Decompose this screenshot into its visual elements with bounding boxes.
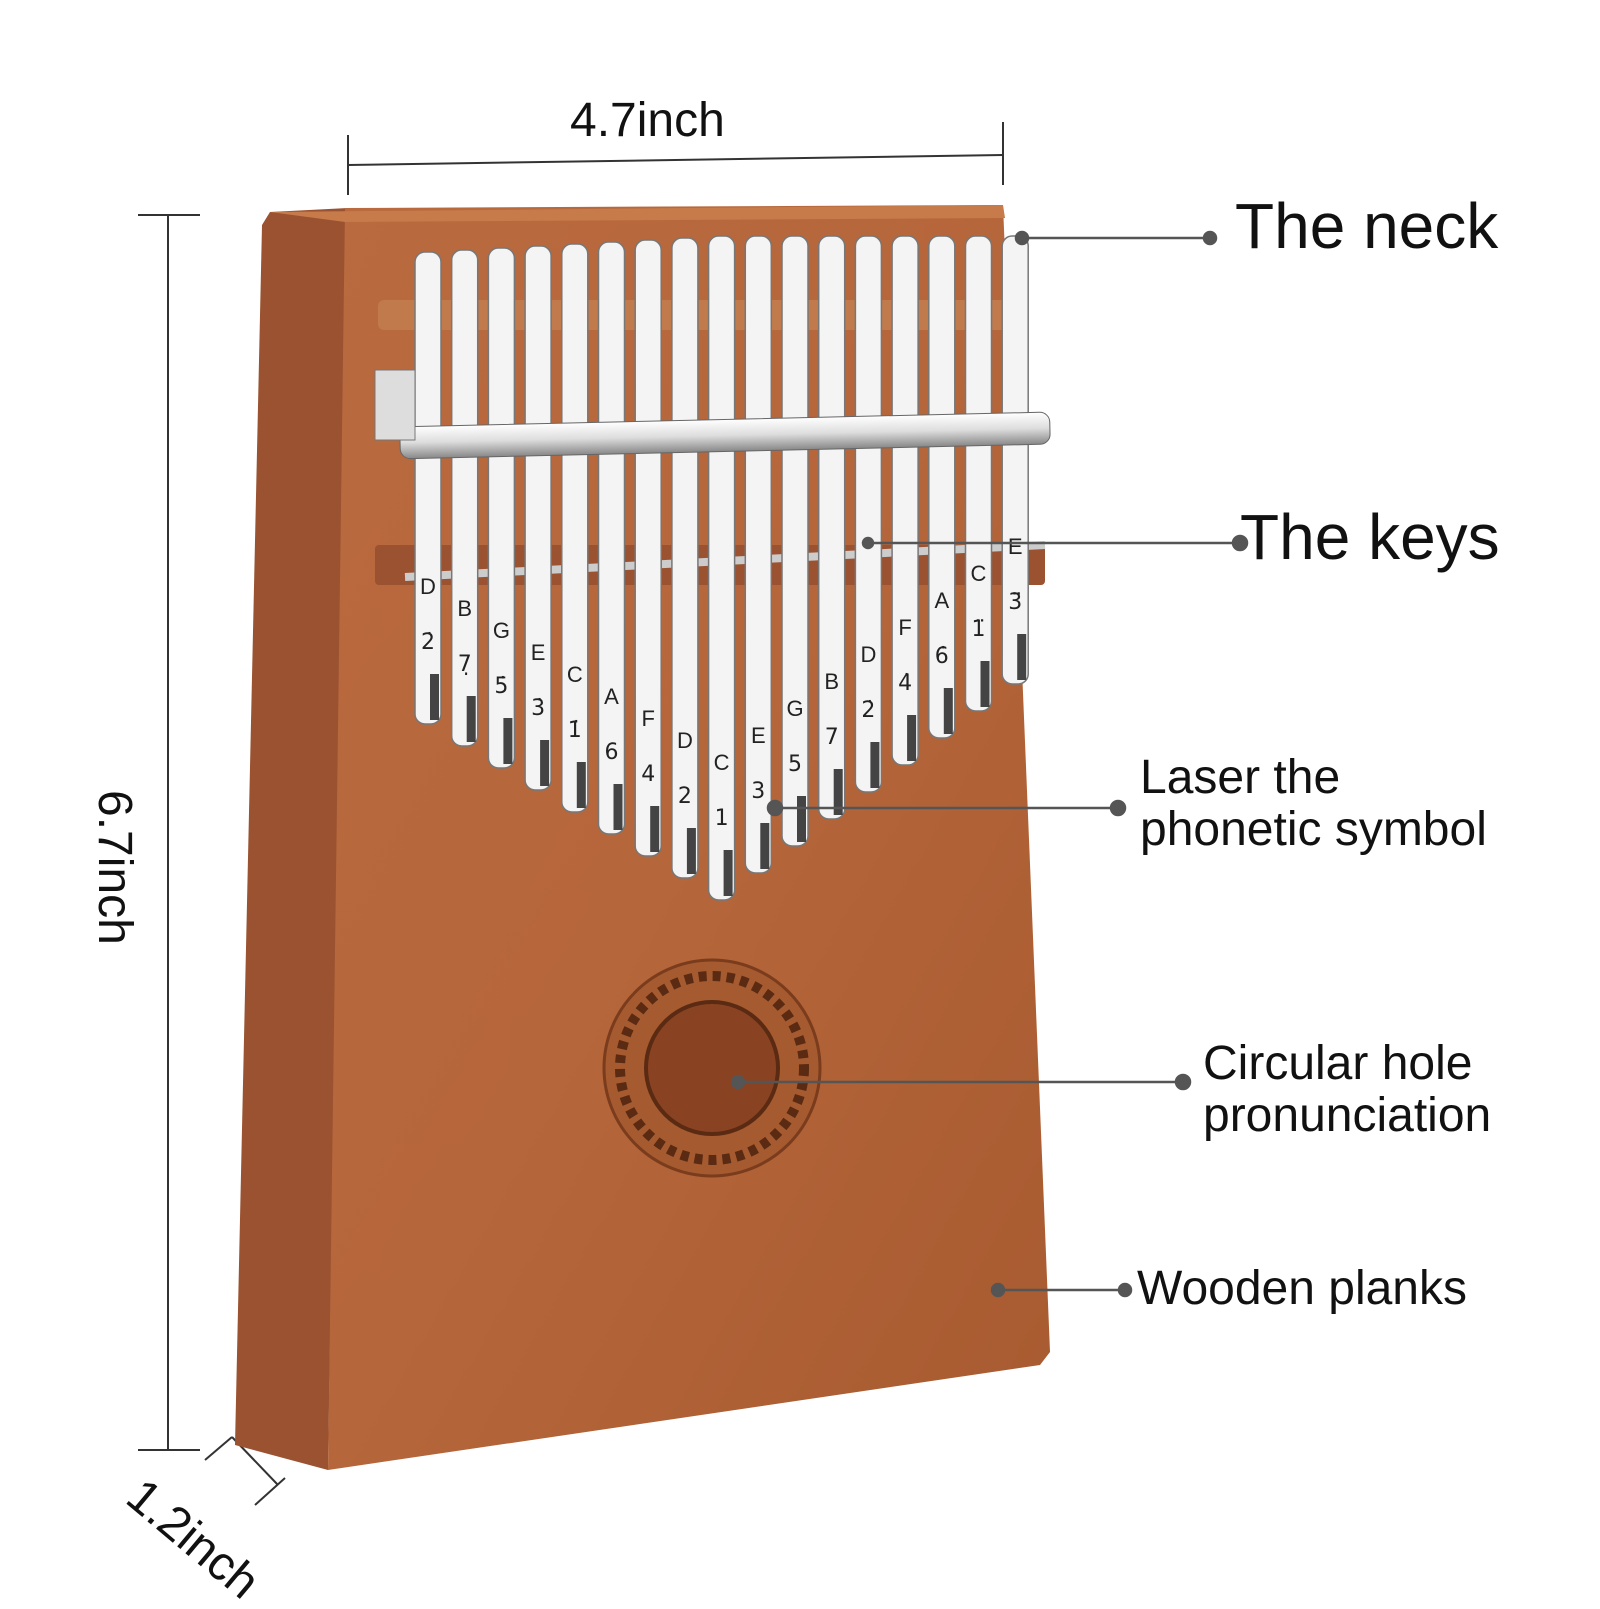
key-note-letter: C — [714, 750, 730, 775]
kalimba-key[interactable]: E 3̇ — [524, 245, 552, 791]
key-tine[interactable] — [487, 247, 516, 769]
kalimba-key[interactable]: A6 — [597, 241, 626, 835]
key-tine[interactable] — [1001, 235, 1029, 685]
key-tine[interactable] — [597, 241, 626, 835]
kalimba-key[interactable]: G 5̇ — [487, 247, 516, 769]
callout-symbol-line2: phonetic symbol — [1140, 802, 1487, 856]
key-note-letter: B — [824, 669, 839, 694]
keys-group: D2̇B7̣G5̇E3̇C1̇A6F4D2C1E3G5B7D2̇F4̇A6̇C1… — [414, 235, 1029, 901]
key-note-letter: F — [641, 706, 654, 731]
key-note-letter: C — [567, 662, 583, 687]
callout-hole-line2: pronunciation — [1203, 1088, 1492, 1142]
kalimba-key[interactable]: D 2̇ — [414, 251, 442, 725]
key-tine[interactable] — [671, 237, 699, 879]
key-tine[interactable] — [414, 251, 442, 725]
key-note-letter: B — [457, 596, 472, 621]
callout-neck: The neck — [1235, 190, 1499, 262]
kalimba-key[interactable]: E 3̈ — [1001, 235, 1029, 685]
kalimba-key[interactable]: D2 — [671, 237, 699, 879]
key-tine[interactable] — [634, 239, 662, 857]
key-note-letter: A — [604, 684, 619, 709]
key-note-number: 3 — [751, 779, 765, 804]
kalimba-key[interactable]: B 7̣ — [450, 249, 479, 747]
sound-hole — [602, 958, 822, 1178]
key-note-number: 1̇ — [568, 718, 582, 743]
key-tine[interactable] — [964, 235, 993, 712]
key-note-number: 1 — [715, 806, 729, 831]
key-note-number: 7̣ — [458, 652, 472, 677]
key-note-letter: G — [786, 696, 803, 721]
key-note-number: 4̇ — [898, 671, 912, 696]
kalimba-key[interactable]: E3 — [744, 235, 773, 874]
key-note-number: 2̇ — [421, 630, 435, 655]
kalimba-key[interactable]: C 1̈ — [964, 235, 993, 712]
kalimba-key[interactable]: D 2̇ — [854, 235, 883, 793]
key-note-letter: E — [531, 640, 546, 665]
key-note-number: 6 — [605, 740, 619, 765]
key-tine[interactable] — [817, 235, 846, 820]
wooden-body-side — [235, 208, 348, 1470]
key-tine[interactable] — [928, 235, 956, 739]
key-tine[interactable] — [450, 249, 479, 747]
key-tine[interactable] — [891, 235, 919, 766]
pressure-bar — [399, 411, 1051, 460]
key-note-number: 2 — [678, 784, 692, 809]
key-note-number: 3̈ — [1008, 590, 1022, 615]
key-note-letter: G — [493, 618, 510, 643]
key-note-number: 5̇ — [494, 674, 508, 699]
key-note-letter: E — [751, 723, 766, 748]
kalimba-key[interactable]: F4 — [634, 239, 662, 857]
key-note-letter: C — [971, 561, 987, 586]
kalimba-key[interactable]: G5 — [781, 235, 809, 847]
key-note-number: 5 — [788, 752, 802, 777]
key-tine[interactable] — [707, 235, 736, 901]
kalimba-key[interactable]: B7 — [817, 235, 846, 820]
callout-keys: The keys — [1240, 501, 1500, 573]
callout-hole: Circular hole pronunciation — [1203, 1038, 1491, 1142]
key-note-number: 7 — [825, 725, 839, 750]
key-note-number: 3̇ — [531, 696, 545, 721]
kalimba-key[interactable]: F 4̇ — [891, 235, 919, 766]
key-note-letter: D — [420, 574, 436, 599]
callout-hole-line1: Circular hole — [1203, 1037, 1473, 1090]
callout-symbol: Laser the phonetic symbol — [1140, 752, 1487, 856]
key-tine[interactable] — [524, 245, 552, 791]
width-dimension-label: 4.7inch — [570, 94, 725, 147]
key-tine[interactable] — [561, 243, 589, 813]
key-note-number: 2̇ — [861, 698, 875, 723]
key-note-letter: F — [898, 615, 911, 640]
key-note-number: 1̈ — [972, 617, 986, 642]
callout-symbol-line1: Laser the — [1140, 751, 1341, 804]
callout-lines — [730, 230, 1249, 1298]
kalimba-key[interactable]: A 6̇ — [928, 235, 956, 739]
kalimba-key[interactable]: C1 — [707, 235, 736, 901]
key-note-number: 6̇ — [935, 644, 949, 669]
callout-planks: Wooden planks — [1137, 1262, 1467, 1315]
key-note-letter: D — [677, 728, 693, 753]
key-note-letter: A — [934, 588, 949, 613]
key-note-letter: E — [1008, 534, 1023, 559]
key-tine[interactable] — [781, 235, 809, 847]
key-tine[interactable] — [854, 235, 883, 793]
key-note-letter: D — [860, 642, 876, 667]
height-dimension-label: 6.7inch — [88, 790, 141, 945]
key-note-number: 4 — [641, 762, 655, 787]
key-tine[interactable] — [744, 235, 773, 874]
kalimba-key[interactable]: C 1̇ — [561, 243, 589, 813]
dimension-lines — [138, 122, 1004, 1506]
